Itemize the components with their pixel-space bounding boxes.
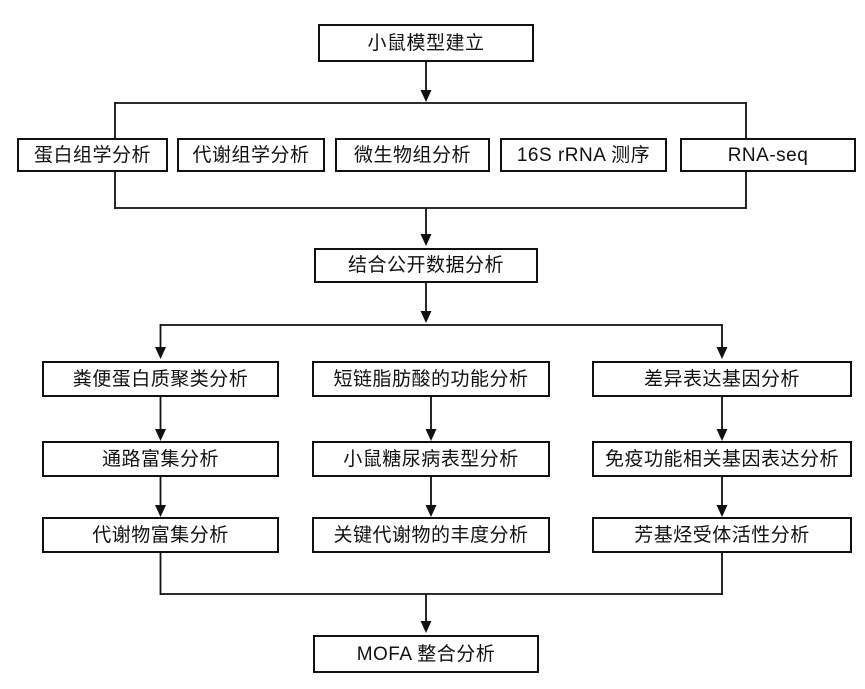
node-metabolomics: 代谢组学分析: [177, 138, 325, 172]
node-diabetes-phenotype: 小鼠糖尿病表型分析: [312, 441, 550, 477]
node-fecal-protein-clustering: 粪便蛋白质聚类分析: [42, 361, 279, 397]
merge-bottom-connector: [159, 553, 723, 633]
node-deg-analysis: 差异表达基因分析: [592, 361, 852, 397]
node-mofa-integration: MOFA 整合分析: [313, 635, 539, 673]
node-microbiome: 微生物组分析: [335, 138, 490, 172]
node-key-metabolite-abundance: 关键代谢物的丰度分析: [312, 517, 550, 553]
fork-columns-connector: [155, 283, 728, 359]
column-step-arrows: [155, 397, 728, 517]
node-mouse-model: 小鼠模型建立: [318, 24, 534, 62]
node-ahr-activity: 芳基烃受体活性分析: [592, 517, 852, 553]
node-public-data-analysis: 结合公开数据分析: [314, 248, 538, 283]
merge-omics-connector: [114, 171, 747, 246]
node-immune-gene-expression: 免疫功能相关基因表达分析: [592, 441, 852, 477]
node-rna-seq: RNA-seq: [680, 138, 856, 172]
fork-top-connector: [114, 62, 747, 139]
node-metabolite-enrichment: 代谢物富集分析: [42, 517, 279, 553]
node-pathway-enrichment: 通路富集分析: [42, 441, 279, 477]
node-16s-rrna-seq: 16S rRNA 测序: [500, 138, 667, 172]
node-scfa-function: 短链脂肪酸的功能分析: [312, 361, 550, 397]
node-proteomics: 蛋白组学分析: [17, 138, 168, 172]
